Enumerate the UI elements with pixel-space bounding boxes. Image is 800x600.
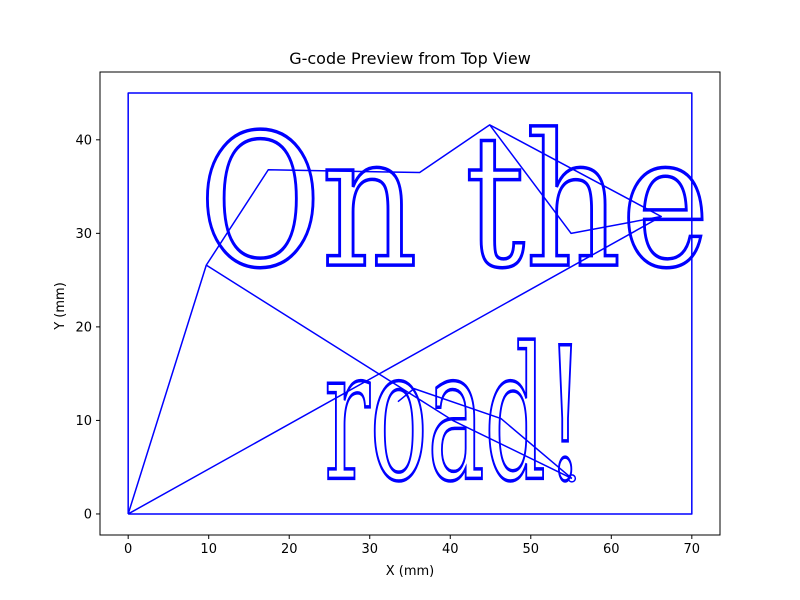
y-tick-label: 20 [75,320,92,335]
y-tick-label: 10 [75,414,92,429]
x-tick-label: 60 [603,542,620,557]
x-tick-label: 40 [442,542,459,557]
y-axis-label: Y (mm) [53,282,68,331]
toolpath-end-marker [567,474,577,483]
y-tick-label: 30 [75,227,92,242]
toolpath-series-5 [489,124,662,235]
axes-frame [99,71,721,536]
x-tick-label: 30 [361,542,378,557]
y-tick-label: 0 [84,507,92,522]
toolpath-series-4 [397,387,573,479]
x-axis-label: X (mm) [386,564,435,579]
toolpath-series-1 [127,92,693,515]
x-tick-label: 70 [684,542,701,557]
toolpath-series-3 [205,264,573,480]
chart-title: G-code Preview from Top View [289,49,531,68]
x-tick-label: 50 [523,542,540,557]
x-tick-label: 0 [124,542,132,557]
engraved-text-line-1: On the [199,96,710,309]
engraved-text-line-2: road! [324,309,584,522]
x-tick-label: 10 [200,542,217,557]
x-tick-label: 20 [281,542,298,557]
y-tick-label: 40 [75,133,92,148]
